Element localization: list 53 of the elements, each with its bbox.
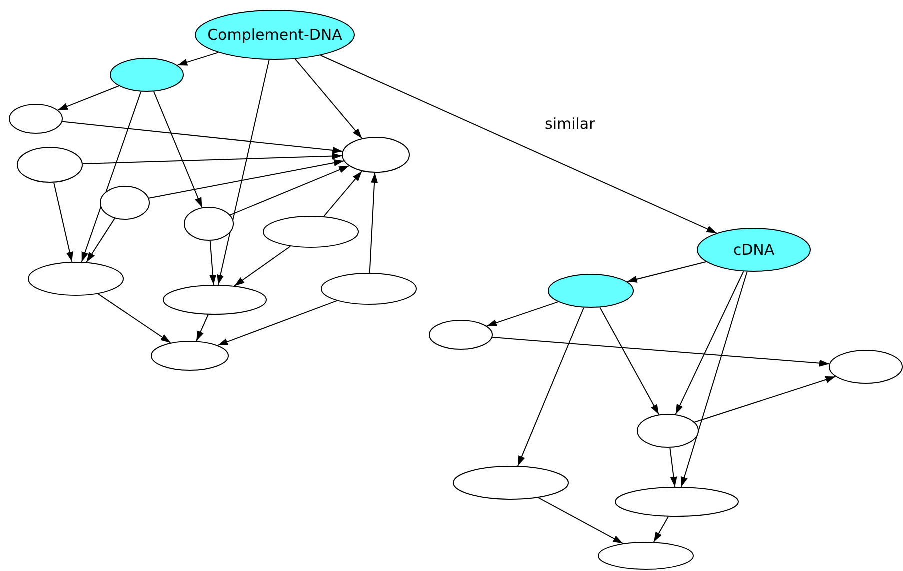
highlighted-ellipse-node (697, 228, 811, 272)
ellipse-node (321, 273, 417, 305)
ellipse-node (637, 414, 699, 448)
highlighted-ellipse-node (195, 10, 355, 60)
ellipse-node (17, 147, 83, 183)
arrow (653, 516, 669, 543)
arrow (57, 86, 120, 111)
arrow (324, 170, 363, 218)
arrow (492, 337, 830, 367)
arrow (234, 246, 292, 287)
node-label: cDNA (733, 241, 775, 259)
ellipse-node (429, 320, 493, 350)
arrow (148, 160, 345, 199)
highlighted-ellipse-node (548, 274, 634, 308)
highlighted-ellipse-node (110, 58, 184, 92)
arrow (86, 218, 116, 263)
arrow (538, 497, 624, 544)
arrow (518, 307, 584, 467)
ellipse-node (598, 542, 694, 570)
arrow (681, 271, 748, 488)
ellipse-node (28, 262, 124, 296)
ellipse-node (9, 104, 63, 134)
arrow (294, 58, 363, 140)
arrow (81, 91, 142, 263)
arrow (670, 447, 678, 488)
arrow (217, 300, 338, 346)
ellipse-node (163, 285, 267, 315)
ellipse-node (100, 186, 150, 220)
node-label: Complement-DNA (208, 26, 342, 44)
arrow (626, 262, 707, 283)
ellipse-node (263, 216, 359, 248)
arrow (217, 59, 270, 286)
arrow (98, 294, 172, 344)
arrow (694, 376, 836, 423)
arrow (320, 55, 718, 234)
arrow (210, 240, 217, 286)
arrow (82, 152, 343, 164)
arrow (600, 307, 660, 416)
ellipse-node (615, 487, 739, 517)
arrow (153, 91, 203, 208)
ellipse-node (151, 341, 229, 371)
arrow (369, 172, 378, 274)
ellipse-node (342, 137, 410, 173)
arrow (177, 52, 219, 66)
arrow (675, 271, 744, 416)
arrow (196, 314, 209, 342)
arrow (62, 121, 344, 154)
arrow (230, 166, 350, 216)
ellipse-node (184, 207, 234, 241)
ellipse-node (829, 350, 903, 384)
arrow (486, 302, 559, 327)
arrow (54, 182, 74, 263)
ellipse-node (453, 466, 569, 500)
